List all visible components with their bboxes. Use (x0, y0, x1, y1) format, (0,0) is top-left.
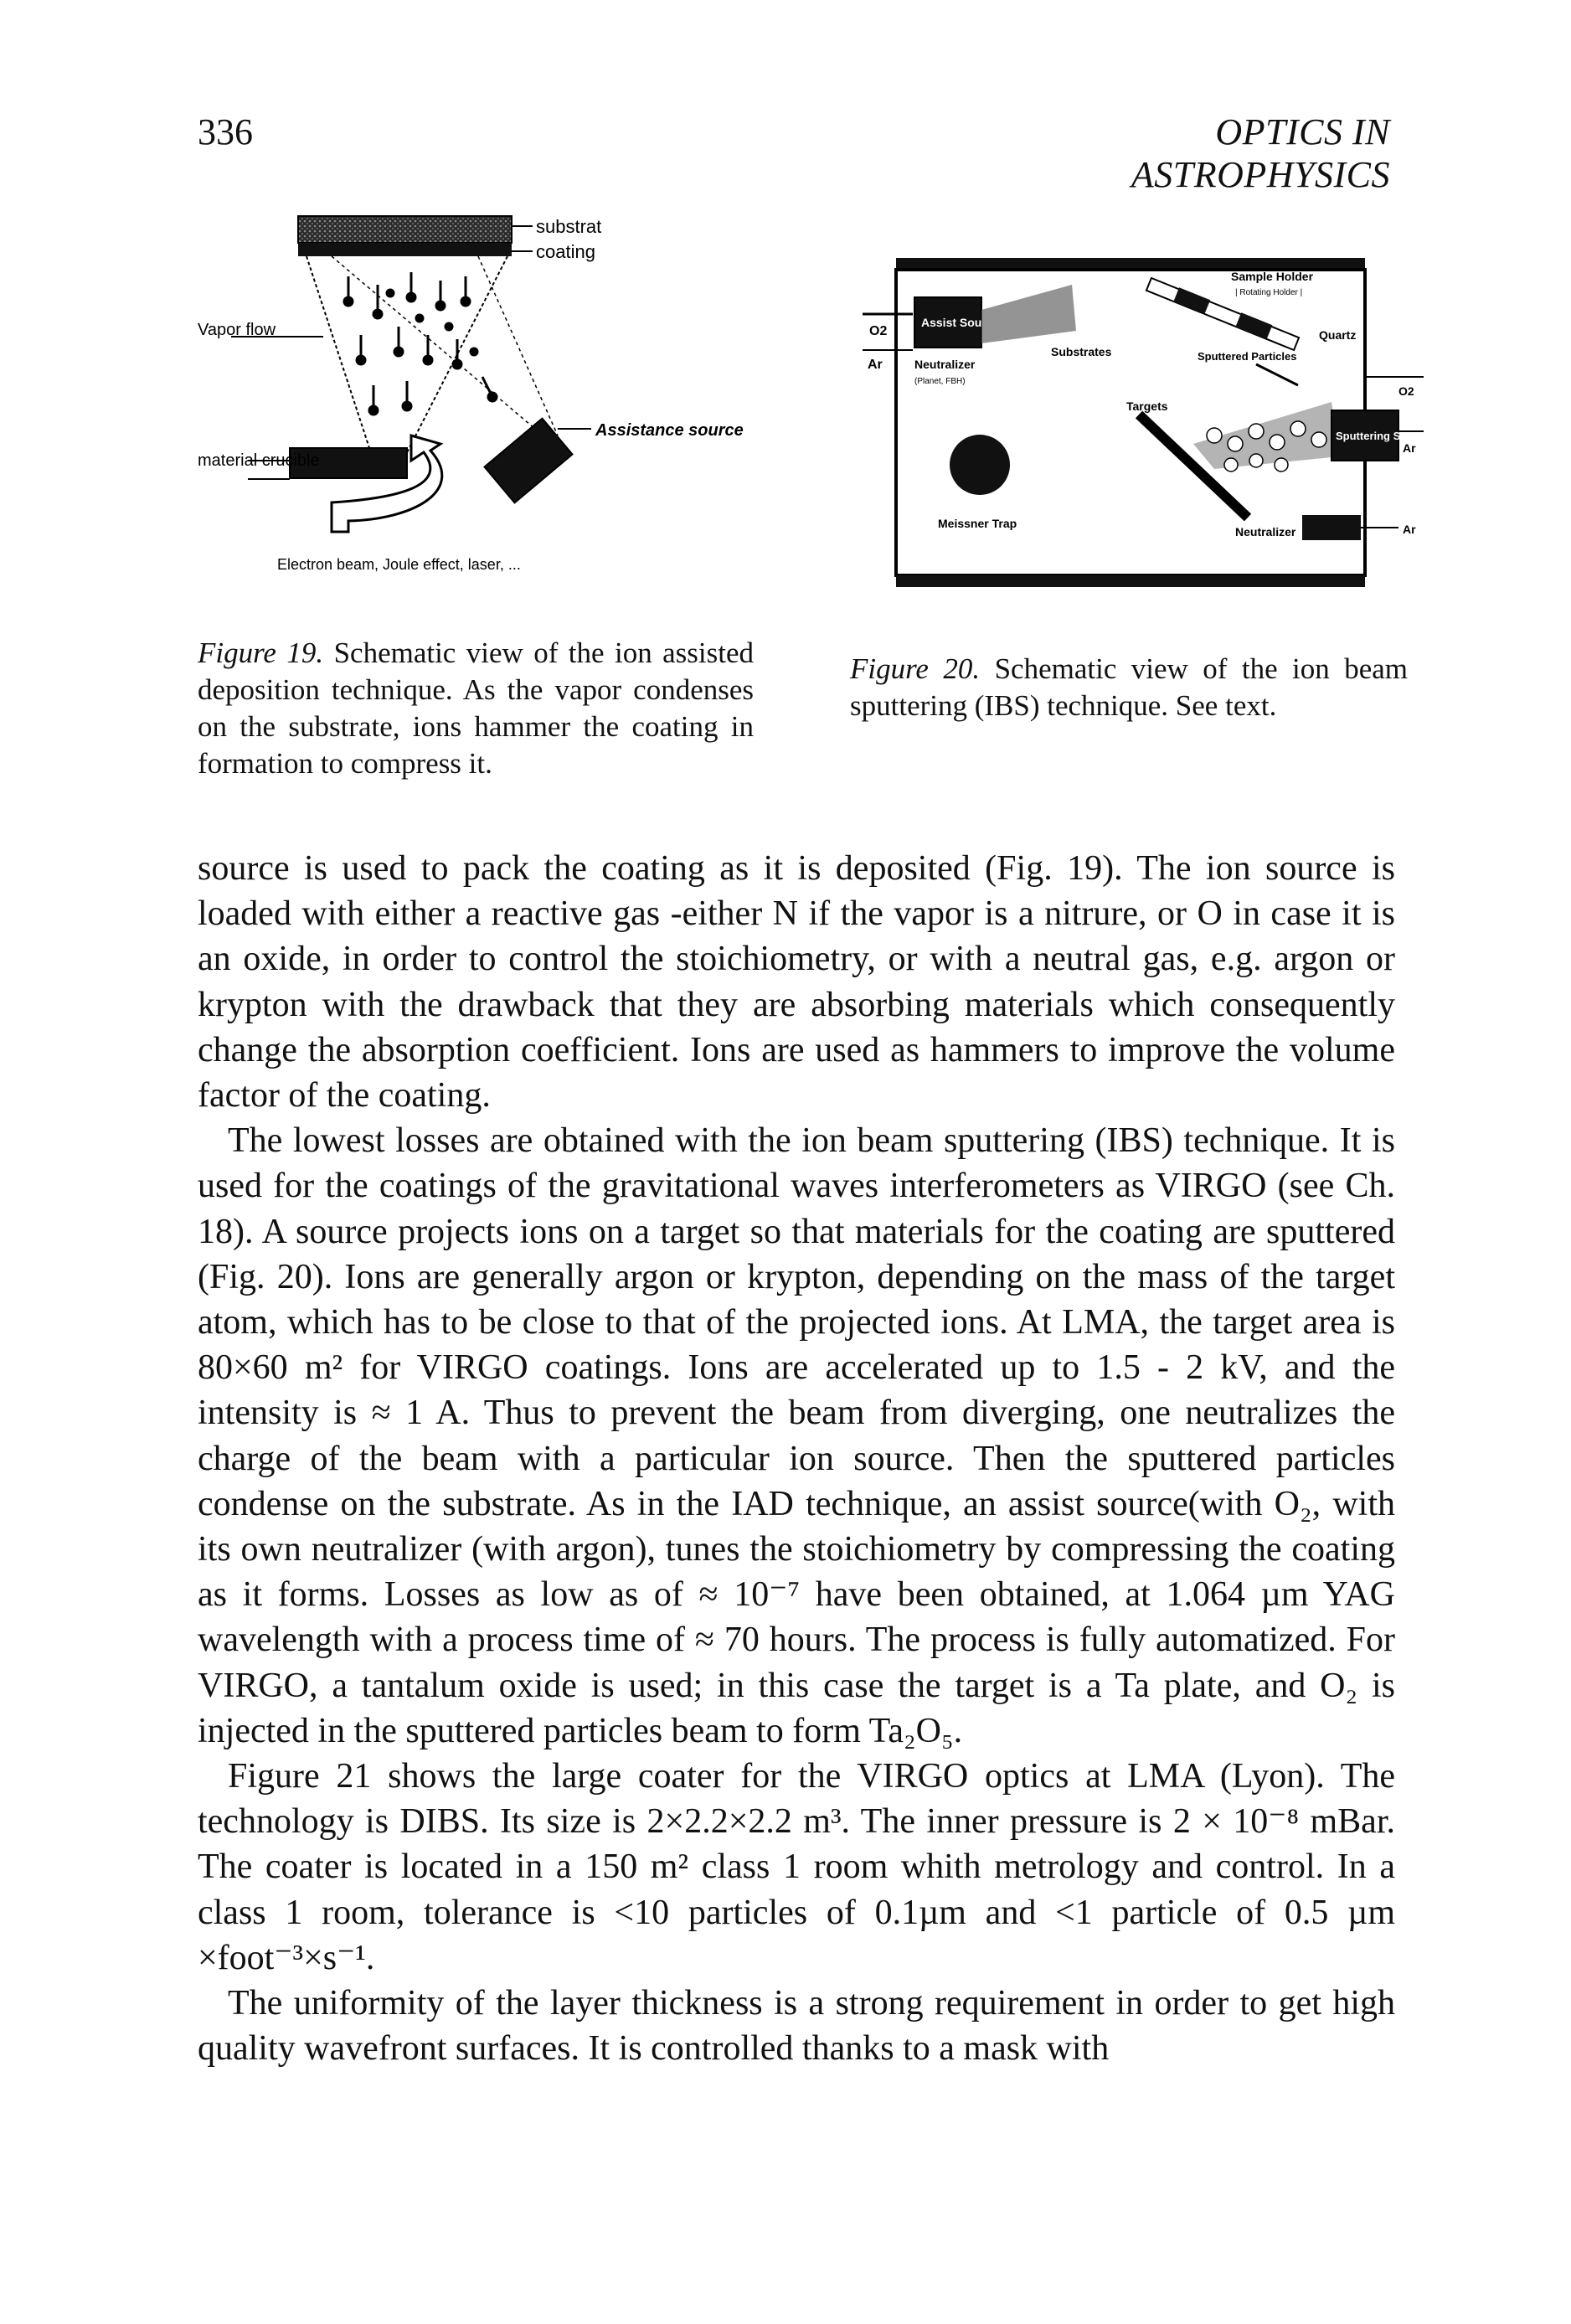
chamber-top-band (896, 258, 1365, 270)
paragraph-1: source is used to pack the coating as it… (198, 849, 1395, 1116)
label-sputtered: Sputtered Particles (1198, 350, 1297, 363)
label-sputtering-source: Sputtering Source (1336, 430, 1424, 442)
figure-19-caption-text: Schematic view of the ion assisted depos… (198, 636, 754, 780)
page-number: 336 (198, 111, 253, 152)
coating-layer (298, 243, 512, 256)
figure-19-caption: Figure 19. Schematic view of the ion ass… (198, 635, 754, 782)
label-material-crucible: material crucible (198, 451, 320, 470)
label-neutralizer-sub: (Planet, FBH) (914, 377, 966, 386)
figure-20-caption-text: Schematic view of the ion beam sputterin… (850, 652, 1409, 722)
assist-beam (981, 285, 1076, 343)
label-ar-left: Ar (868, 358, 883, 372)
label-electron-beam: Electron beam, Joule effect, laser, ... (277, 556, 521, 573)
label-substrat: substrat (536, 216, 601, 237)
sputter-beam (1193, 402, 1340, 469)
figure-20-caption-label: Figure 20. (850, 652, 981, 685)
label-sample-holder: Sample Holder (1231, 270, 1314, 283)
assist-source-box (914, 296, 982, 348)
label-vapor-flow: Vapor flow (198, 321, 276, 339)
figure-20-ion-beam-sputtering: O2 Ar Assist Source Neutralizer (Planet,… (863, 258, 1424, 587)
label-meissner-trap: Meissner Trap (938, 517, 1017, 530)
label-neutralizer-top: Neutralizer (914, 358, 976, 371)
label-substrates: Substrates (1051, 345, 1112, 358)
chamber-bottom-band (896, 575, 1365, 587)
crucible (289, 447, 408, 479)
label-assist-source: Assist Source (921, 316, 1000, 329)
neutralizer-bottom-box (1302, 515, 1361, 540)
paragraph-2: The lowest losses are obtained with the … (198, 1121, 1395, 1750)
label-assistance-source: Assistance source (595, 421, 744, 440)
body-text: source is used to pack the coating as it… (198, 846, 1395, 2071)
label-o2-right: O2 (1398, 384, 1414, 398)
vapor-particles (343, 272, 498, 416)
label-quartz: Quartz (1319, 328, 1356, 342)
figure-20-caption: Figure 20. Schematic view of the ion bea… (850, 651, 1408, 724)
label-neutralizer-bottom: Neutralizer (1235, 525, 1296, 538)
label-sample-holder-sub: | Rotating Holder | (1235, 288, 1302, 297)
paragraph-4: The uniformity of the layer thickness is… (198, 1984, 1395, 2069)
figure-19-ion-assisted-deposition: substrat coating Vapor flow Assistance s… (198, 215, 744, 573)
label-ar-bottom: Ar (1403, 523, 1416, 536)
running-title: OPTICS IN ASTROPHYSICS (1131, 111, 1390, 195)
sputtering-source-box (1331, 410, 1399, 461)
sample-holder (1145, 276, 1301, 352)
paragraph-3: Figure 21 shows the large coater for the… (198, 1757, 1395, 1977)
label-ar-right: Ar (1403, 441, 1416, 455)
particles-cloud (1206, 420, 1327, 472)
meissner-trap-sphere (950, 435, 1010, 495)
label-coating: coating (536, 241, 595, 262)
assistance-source (483, 417, 574, 504)
label-targets: Targets (1126, 399, 1168, 413)
figure-19-caption-label: Figure 19. (198, 636, 324, 669)
label-o2-left: O2 (869, 324, 887, 338)
electron-beam-arrow (330, 434, 444, 533)
substrate-block (297, 215, 513, 244)
